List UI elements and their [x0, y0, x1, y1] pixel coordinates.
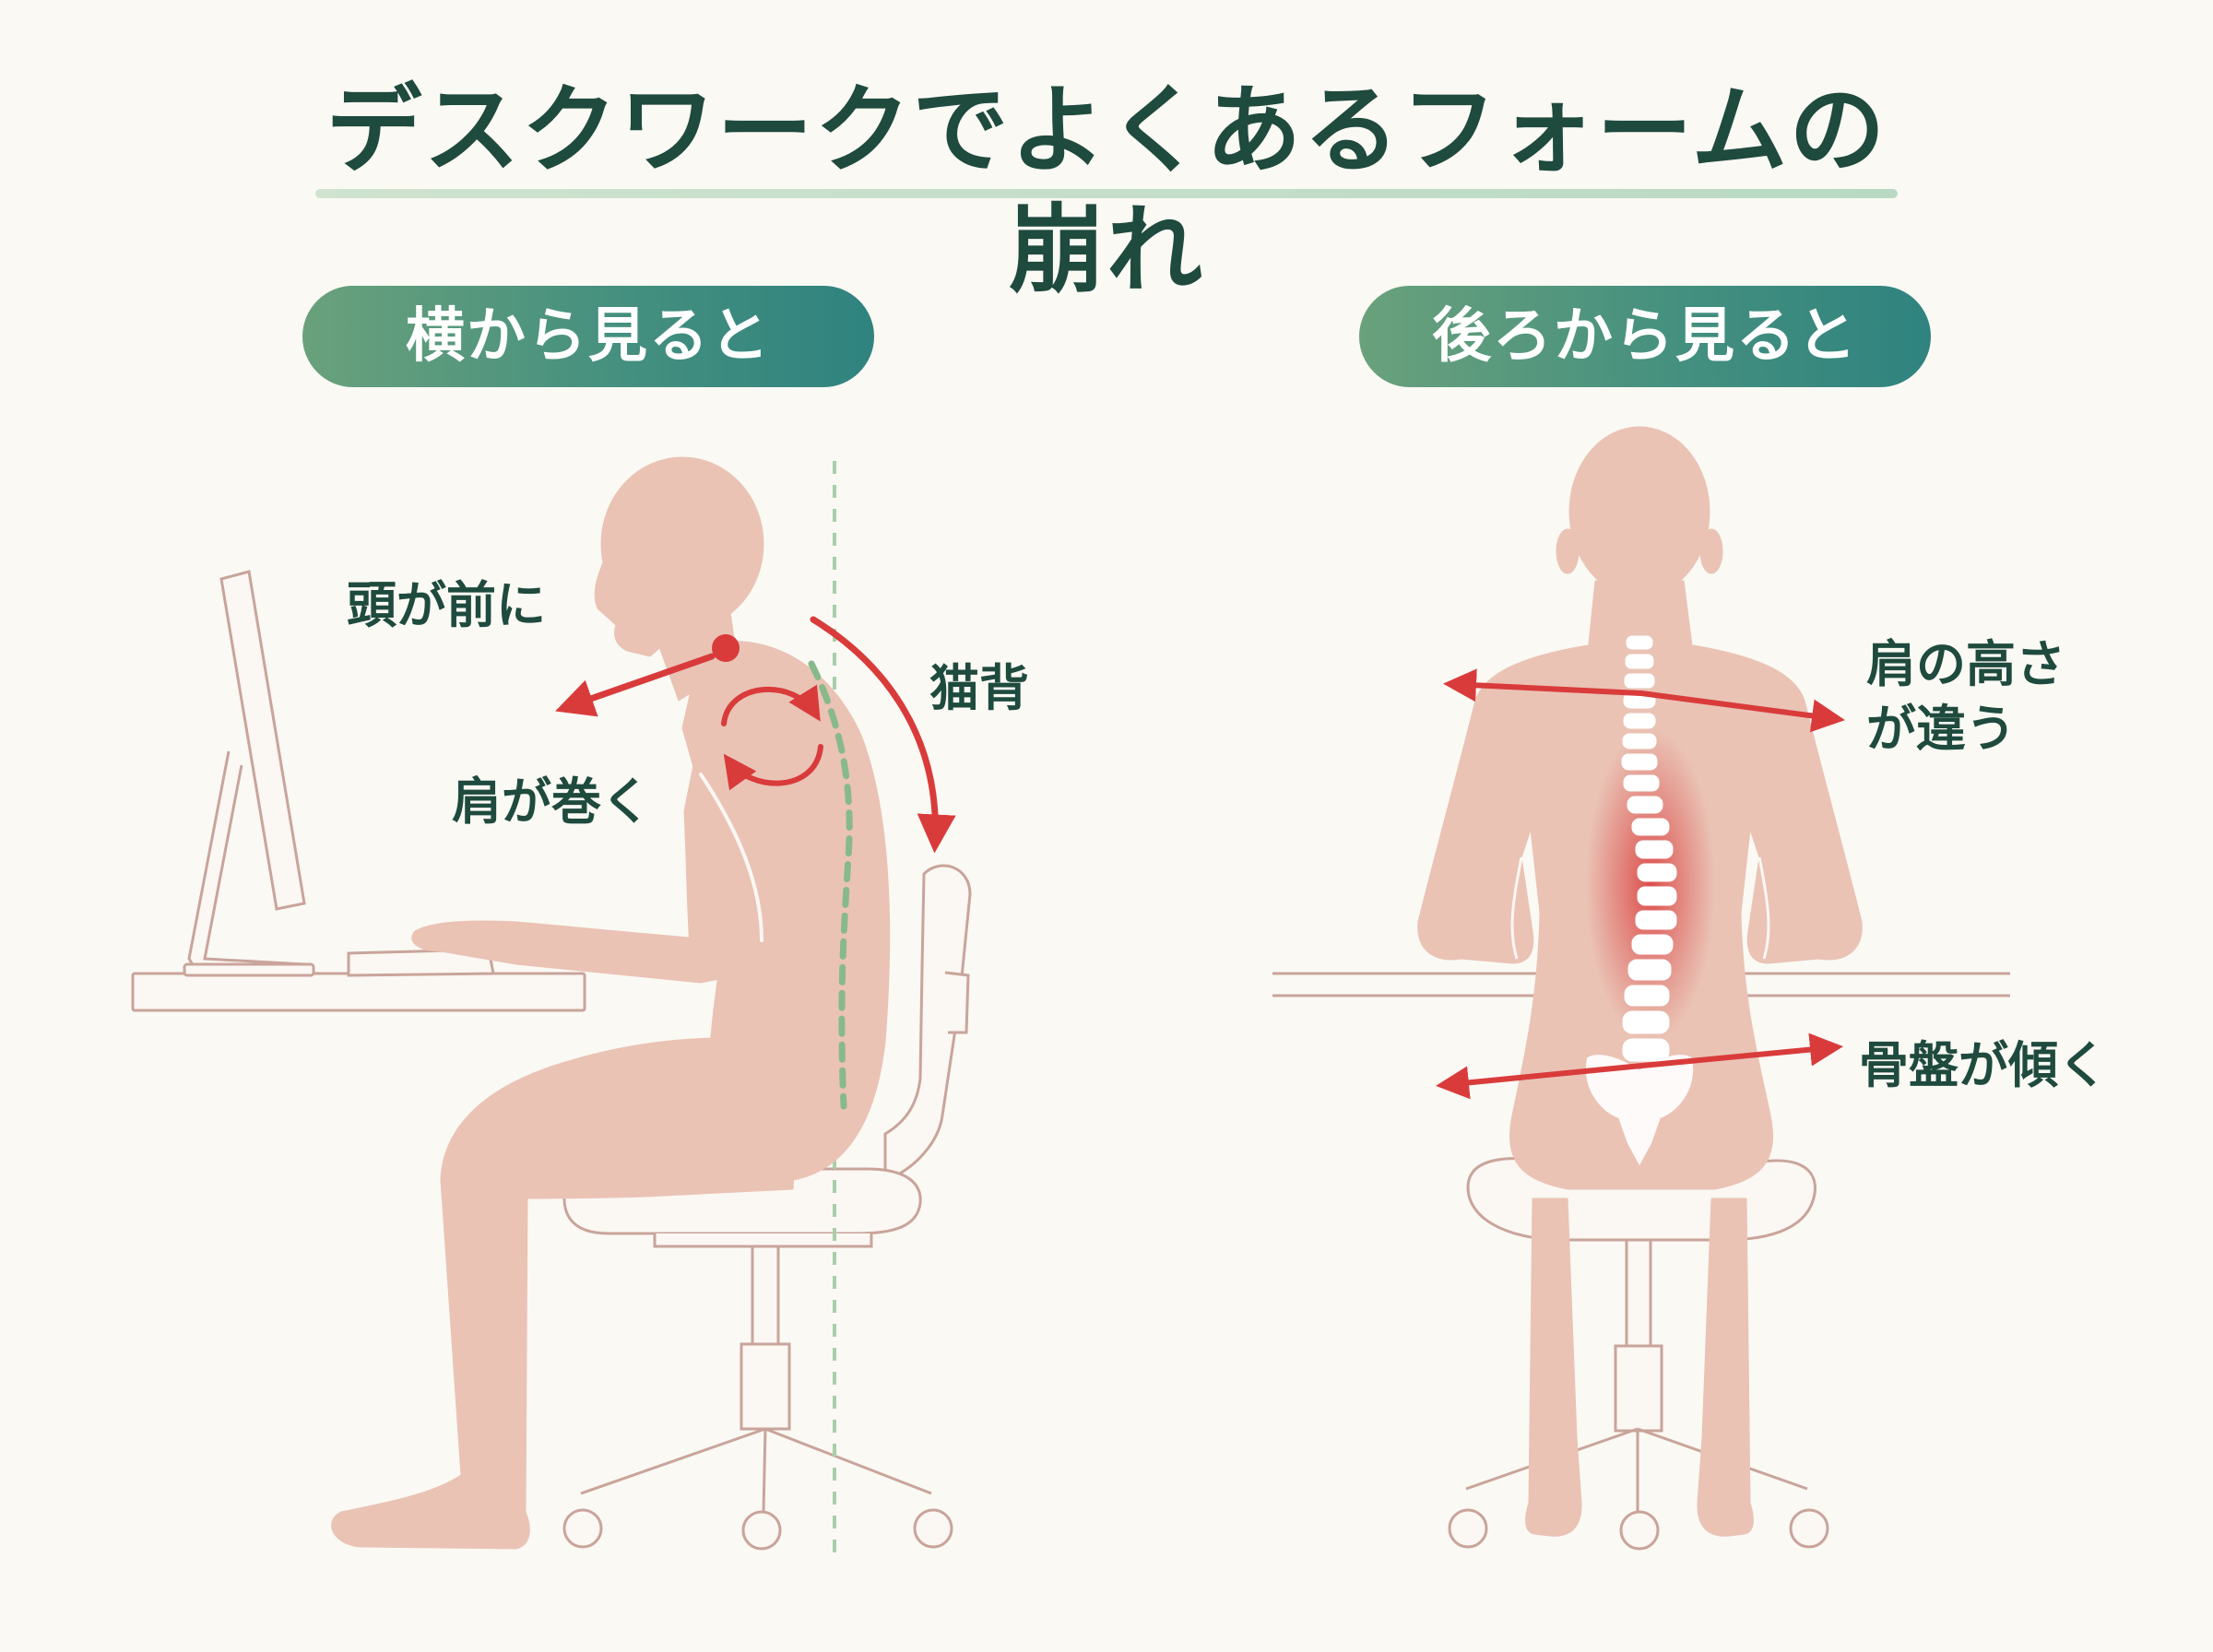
rounded-shoulders-label: 肩が巻く [452, 773, 651, 831]
pelvis-tilt-label: 骨盤が傾く [1859, 1036, 2108, 1094]
head-forward-arrow [555, 653, 716, 717]
title-underline [315, 189, 1898, 198]
monitor [183, 570, 315, 977]
spine-vertebrae [1621, 635, 1677, 1062]
hunched-back-label: 猫背 [929, 659, 1029, 717]
spine-inflammation-glow [1586, 728, 1715, 1042]
pelvis-tilt-arrow-right [1629, 1032, 1843, 1069]
side-view [131, 456, 972, 1558]
shoulder-height-label-line2: が違う [1866, 700, 2016, 758]
shoulder-rotation-arrow-top [721, 684, 821, 726]
shoulder-height-arrow-right [1639, 690, 1845, 733]
back-arm-contour-right [1757, 856, 1770, 960]
back-view [1272, 426, 2010, 1551]
side-view-heading: 横から見ると [302, 286, 874, 387]
shoulder-height-arrow-left [1443, 668, 1644, 702]
back-stool [1448, 1157, 1829, 1551]
back-view-heading: 後ろから見ると [1359, 286, 1931, 387]
side-body-contour [699, 773, 763, 942]
desk [131, 972, 586, 1012]
shoulder-height-label-line1: 肩の高さ [1866, 635, 2065, 693]
pelvis-tilt-arrow-left [1436, 1064, 1635, 1100]
back-arm-contour-left [1510, 856, 1523, 960]
hunched-back-arrow [810, 616, 956, 854]
neck-point-marker [712, 634, 740, 662]
head-forward-label: 頭が前に [347, 576, 546, 634]
shoulder-rotation-arrow-bottom [723, 744, 823, 791]
side-chair [562, 864, 972, 1551]
spine-guide-line [808, 660, 853, 1110]
page-title: デスクワークでよくあるフォームの崩れ [325, 74, 1888, 306]
